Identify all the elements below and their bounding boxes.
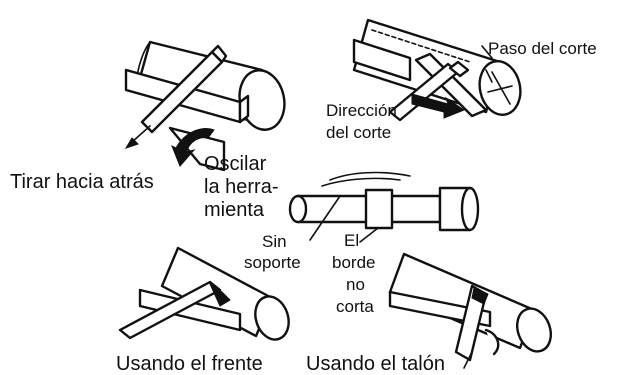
tool-rest-2 <box>414 52 488 118</box>
workpiece-end-4 <box>254 295 290 341</box>
pitch-leader-line-2 <box>485 69 493 83</box>
panel-rock-tool <box>288 171 480 243</box>
label-cut-direction-2: del corte <box>326 123 391 142</box>
heel-cut-mark <box>471 287 489 305</box>
label-unsupported-2: soporte <box>244 253 301 272</box>
panel-cut-direction <box>352 18 522 122</box>
cut-direction-arrow-icon <box>411 93 466 119</box>
edge-leader <box>359 227 379 243</box>
workpiece-left-end-3 <box>288 194 308 224</box>
label-pull-back: Tirar hacia atrás <box>10 171 154 193</box>
label-using-front: Usando el frente <box>116 353 263 375</box>
workpiece-right-end-3 <box>460 186 480 232</box>
label-edge-3: no <box>346 275 365 294</box>
workpiece-end-5 <box>515 307 553 353</box>
workpiece-end-2 <box>478 60 522 116</box>
label-rock-tool-2: la herra- <box>204 176 278 198</box>
panel-using-front <box>118 246 290 341</box>
workpiece-block-2 <box>352 38 412 82</box>
label-rock-tool-3: mienta <box>204 199 265 221</box>
workpiece-cylinder-5 <box>388 252 536 350</box>
label-edge-2: borde <box>332 253 375 272</box>
rock-arrow-icon <box>171 128 215 167</box>
chisel-tip-2 <box>448 60 470 78</box>
unsupported-leader <box>309 195 341 241</box>
groove-section <box>364 188 394 230</box>
heel-curl <box>484 328 500 356</box>
pitch-leader-line <box>481 45 493 59</box>
chisel-tip <box>210 44 228 64</box>
panel-pull-back <box>124 40 286 172</box>
spiral-cut-line <box>371 29 471 63</box>
label-cut-direction-1: Dirección <box>326 101 397 120</box>
diagram-labels: Tirar hacia atrás Paso del corte Direcci… <box>10 39 597 375</box>
label-using-heel: Usando el talón <box>306 353 445 375</box>
workpiece-center-mark <box>487 71 513 105</box>
rock-motion-line-1 <box>321 177 401 187</box>
label-edge-1: El <box>344 231 359 250</box>
label-cut-pitch: Paso del corte <box>488 39 597 58</box>
tool-rest-end <box>238 94 250 124</box>
tool-rest-4 <box>138 288 242 332</box>
panel-using-heel <box>388 252 553 369</box>
rock-motion-line-2 <box>329 171 411 181</box>
heel-leader <box>463 351 473 369</box>
pull-arrowhead <box>124 137 139 149</box>
chisel-blade-4 <box>118 280 222 340</box>
label-unsupported-1: Sin <box>262 232 287 251</box>
front-cut-mark <box>208 282 231 307</box>
label-rock-tool-1: Oscilar <box>204 153 267 175</box>
pull-arrow-shaft <box>131 125 151 143</box>
label-edge-4: corta <box>336 297 374 316</box>
